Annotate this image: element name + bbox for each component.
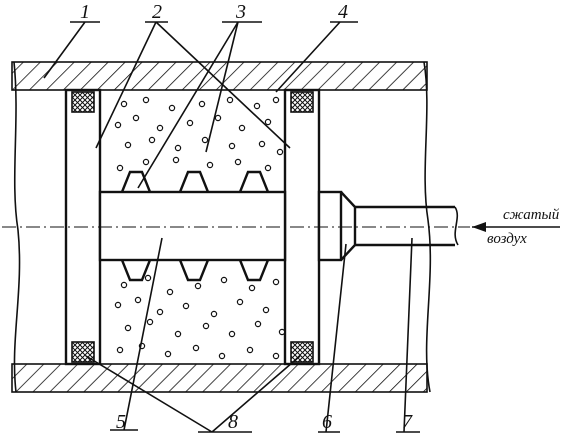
- airflow-arrow: [472, 222, 560, 232]
- granule: [206, 161, 214, 169]
- granule: [264, 164, 272, 172]
- granule: [120, 281, 128, 289]
- granule: [201, 136, 209, 144]
- label-2: 2: [152, 1, 162, 23]
- seal-bottom-right: [290, 341, 314, 363]
- granule: [168, 104, 176, 112]
- granule: [238, 124, 246, 132]
- granule: [264, 118, 272, 126]
- granule: [192, 344, 200, 352]
- air-annotation-line1: сжатый: [503, 207, 560, 223]
- granule: [166, 288, 174, 296]
- label-3: 3: [235, 1, 246, 23]
- granule: [132, 114, 140, 122]
- granule: [214, 114, 222, 122]
- granule: [142, 158, 150, 166]
- seal-top-left: [71, 91, 95, 113]
- label-4: 4: [338, 1, 348, 23]
- label-6: 6: [322, 411, 332, 433]
- granule: [272, 278, 280, 286]
- granule: [236, 298, 244, 306]
- granule: [116, 346, 124, 354]
- granule: [156, 124, 164, 132]
- granule: [272, 96, 280, 104]
- air-supply-pipe: [355, 205, 459, 247]
- granule: [228, 330, 236, 338]
- granule: [253, 102, 261, 110]
- granule: [246, 346, 254, 354]
- granule: [234, 158, 242, 166]
- granule: [142, 96, 150, 104]
- break-line-left: [13, 61, 21, 393]
- nozzles-lower: [120, 259, 270, 282]
- granule: [194, 282, 202, 290]
- granule: [146, 318, 154, 326]
- label-5: 5: [116, 411, 126, 433]
- leader-lines: [43, 21, 420, 433]
- granule: [278, 328, 286, 336]
- granule: [226, 96, 234, 104]
- granule: [220, 276, 228, 284]
- break-line-right: [423, 61, 432, 393]
- seal-top-right: [290, 91, 314, 113]
- label-1: 1: [80, 1, 90, 23]
- central-tube: [98, 190, 287, 262]
- granule: [124, 141, 132, 149]
- granule: [258, 140, 266, 148]
- granule: [156, 308, 164, 316]
- granule: [186, 119, 194, 127]
- granule: [172, 156, 180, 164]
- granule: [164, 350, 172, 358]
- granule: [124, 324, 132, 332]
- granule: [174, 330, 182, 338]
- nozzles-upper: [120, 170, 270, 193]
- granule: [116, 164, 124, 172]
- granule: [114, 301, 122, 309]
- granule: [254, 320, 262, 328]
- granule: [148, 136, 156, 144]
- granule: [272, 352, 280, 360]
- granule: [144, 274, 152, 282]
- granule: [210, 310, 218, 318]
- granule: [228, 142, 236, 150]
- granule: [174, 144, 182, 152]
- granule: [198, 100, 206, 108]
- air-annotation-line2: воздух: [487, 231, 527, 247]
- granule: [262, 306, 270, 314]
- granule: [248, 284, 256, 292]
- granule: [134, 296, 142, 304]
- pipe-wall-top: [11, 61, 428, 91]
- granule: [202, 322, 210, 330]
- label-8: 8: [228, 411, 238, 433]
- granule: [276, 148, 284, 156]
- granule: [182, 302, 190, 310]
- granule-fill: [114, 96, 286, 360]
- connector-fitting: [317, 190, 357, 262]
- pipe-wall-bottom: [11, 363, 428, 393]
- label-7: 7: [402, 411, 413, 433]
- granule: [120, 100, 128, 108]
- granule: [114, 121, 122, 129]
- granule: [218, 352, 226, 360]
